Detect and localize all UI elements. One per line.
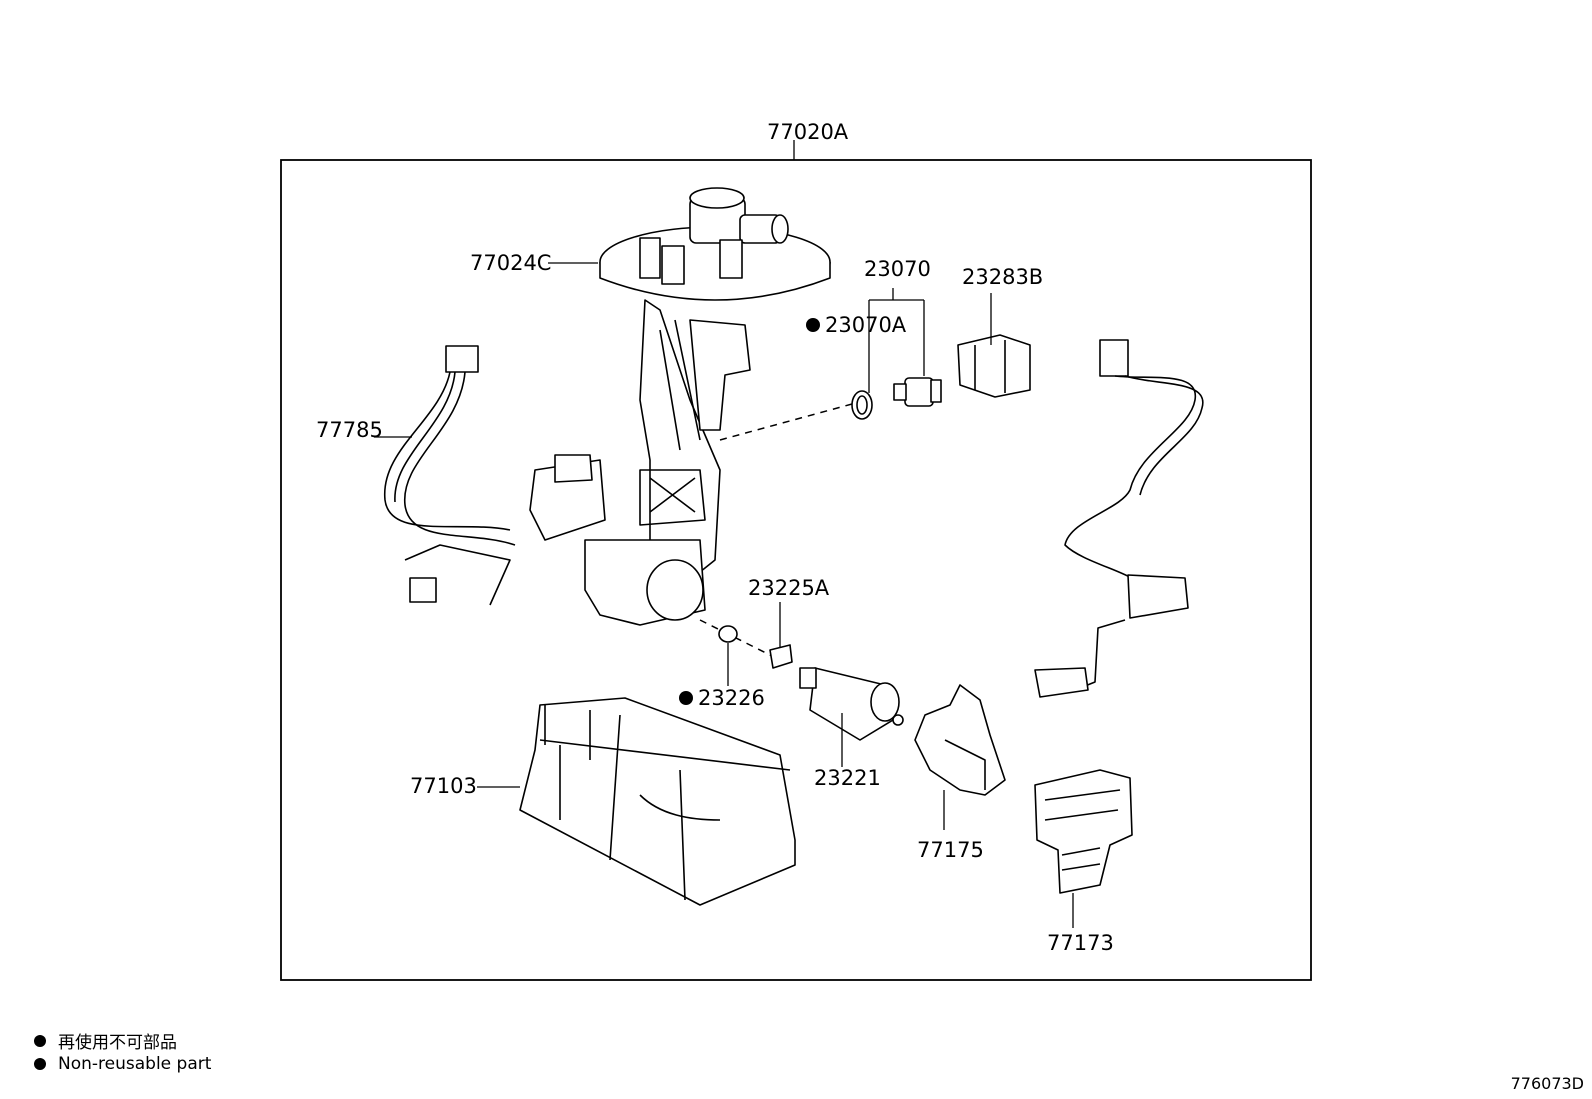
assembly-line-regulator (719, 403, 853, 441)
part-label-77173: 77173 (1047, 931, 1114, 955)
part-label-77020A: 77020A (767, 120, 849, 144)
part-label-23221: 23221 (814, 766, 881, 790)
non-reusable-marker-23226 (679, 691, 693, 705)
cushion-23225A-illustration (769, 644, 793, 669)
drawing-code: 776073D (1510, 1074, 1584, 1093)
part-label-77103: 77103 (410, 774, 477, 798)
leader-lines (374, 262, 1074, 928)
regulator-holder-illustration (957, 334, 1031, 398)
part-label-23070: 23070 (864, 257, 931, 281)
part-label-77785: 77785 (316, 418, 383, 442)
seal-ring-23226-illustration (718, 625, 738, 643)
non-reusable-marker-23070A (806, 318, 820, 332)
assembly-frame (280, 159, 1312, 981)
part-label-23283B: 23283B (962, 265, 1043, 289)
part-label-23226: 23226 (698, 686, 765, 710)
part-label-77175: 77175 (917, 838, 984, 862)
o-ring-23070A-illustration (851, 390, 873, 420)
wire-harness-illustration (384, 345, 516, 606)
fuel-pump-motor-illustration (799, 667, 904, 741)
part-label-23070A: 23070A (825, 313, 907, 337)
bracket-77175-illustration (914, 684, 1006, 796)
fuel-pump-body-illustration (529, 187, 831, 626)
bullet-icon (34, 1058, 46, 1070)
filter-77173-illustration (1034, 769, 1133, 894)
cover-77103-illustration (519, 697, 796, 906)
legend-item-english: Non-reusable part (34, 1054, 211, 1074)
fuel-sender-gauge-illustration (1034, 339, 1204, 698)
pressure-regulator-illustration (893, 377, 942, 407)
part-label-77024C: 77024C (470, 251, 551, 275)
legend-text-english: Non-reusable part (58, 1054, 212, 1074)
legend-text-japanese: 再使用不可部品 (58, 1033, 177, 1053)
legend-item-japanese: 再使用不可部品 (34, 1028, 177, 1053)
part-label-23225A: 23225A (748, 576, 830, 600)
assembly-line-pump (699, 619, 781, 661)
bullet-icon (34, 1034, 46, 1047)
